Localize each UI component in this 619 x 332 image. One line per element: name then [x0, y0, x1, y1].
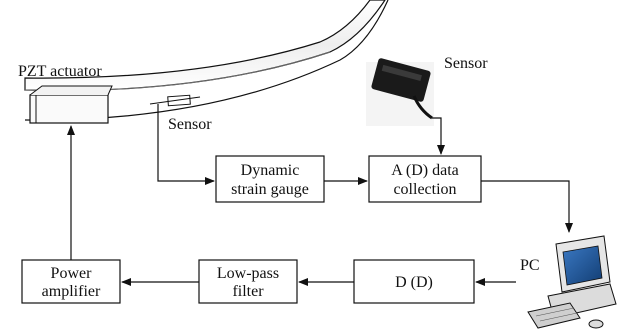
pc-computer-icon	[527, 235, 617, 329]
low-pass-filter-line-1: Low-pass	[217, 265, 279, 282]
dd-box: D (D)	[353, 259, 475, 304]
power-amplifier-line-1: Power	[51, 265, 93, 282]
wire-beam-sensor-to-strain-gauge	[157, 104, 215, 185]
ad-data-collection-line-2: collection	[393, 181, 456, 198]
dynamic-strain-gauge-line-1: Dynamic	[241, 162, 300, 179]
signal-wires	[67, 104, 573, 286]
dynamic-strain-gauge-line-2: strain gauge	[231, 181, 309, 198]
pc-label: PC	[520, 257, 540, 274]
ad-data-collection-box: A (D) data collection	[368, 155, 482, 203]
power-amplifier-box: Power amplifier	[21, 259, 121, 304]
sensor-top-label: Sensor	[444, 55, 488, 72]
low-pass-filter-box: Low-pass filter	[198, 259, 298, 304]
sensor-beam-label: Sensor	[168, 116, 212, 133]
dd-label: D (D)	[395, 274, 433, 291]
pzt-actuator-block	[29, 85, 113, 124]
wire-data-collection-to-pc	[481, 180, 573, 233]
power-amplifier-line-2: amplifier	[42, 283, 101, 300]
low-pass-filter-line-2: filter	[232, 283, 264, 300]
dynamic-strain-gauge-box: Dynamic strain gauge	[215, 155, 325, 203]
ad-data-collection-line-1: A (D) data	[391, 162, 459, 179]
wire-top-sensor-to-data-collection	[432, 117, 445, 155]
sensor-photo	[366, 58, 434, 126]
beam-sensor	[149, 94, 201, 107]
pzt-actuator-label: PZT actuator	[18, 63, 102, 80]
